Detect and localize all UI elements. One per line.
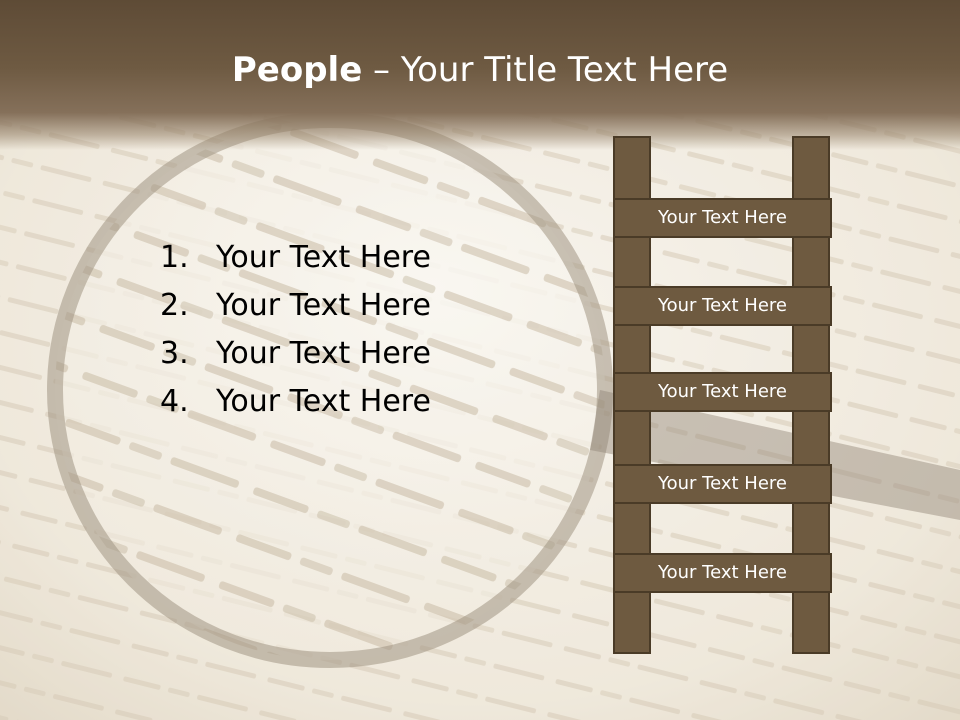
ladder-rung: Your Text Here xyxy=(613,372,832,412)
header-band xyxy=(0,0,960,150)
title-bold-part: People xyxy=(231,50,363,90)
list-item-number: 3. xyxy=(160,336,189,371)
list-item-text: Your Text Here xyxy=(216,288,431,323)
title-regular-part: – Your Title Text Here xyxy=(362,50,729,90)
list-item: 4. Your Text Here xyxy=(160,378,431,426)
list-item-number: 1. xyxy=(160,240,189,275)
list-item: 2. Your Text Here xyxy=(160,282,431,330)
list-item: 1. Your Text Here xyxy=(160,234,431,282)
list-item-text: Your Text Here xyxy=(216,384,431,419)
list-item-number: 4. xyxy=(160,384,189,419)
list-item: 3. Your Text Here xyxy=(160,330,431,378)
ladder-rung: Your Text Here xyxy=(613,464,832,504)
list-item-number: 2. xyxy=(160,288,189,323)
numbered-list: 1. Your Text Here 2. Your Text Here 3. Your… xyxy=(160,234,431,426)
list-item-text: Your Text Here xyxy=(216,336,431,371)
ladder-rung: Your Text Here xyxy=(613,198,832,238)
ladder-rung: Your Text Here xyxy=(613,286,832,326)
ladder-rung: Your Text Here xyxy=(613,553,832,593)
list-item-text: Your Text Here xyxy=(216,240,431,275)
slide-title: People – Your Title Text Here xyxy=(0,50,960,90)
